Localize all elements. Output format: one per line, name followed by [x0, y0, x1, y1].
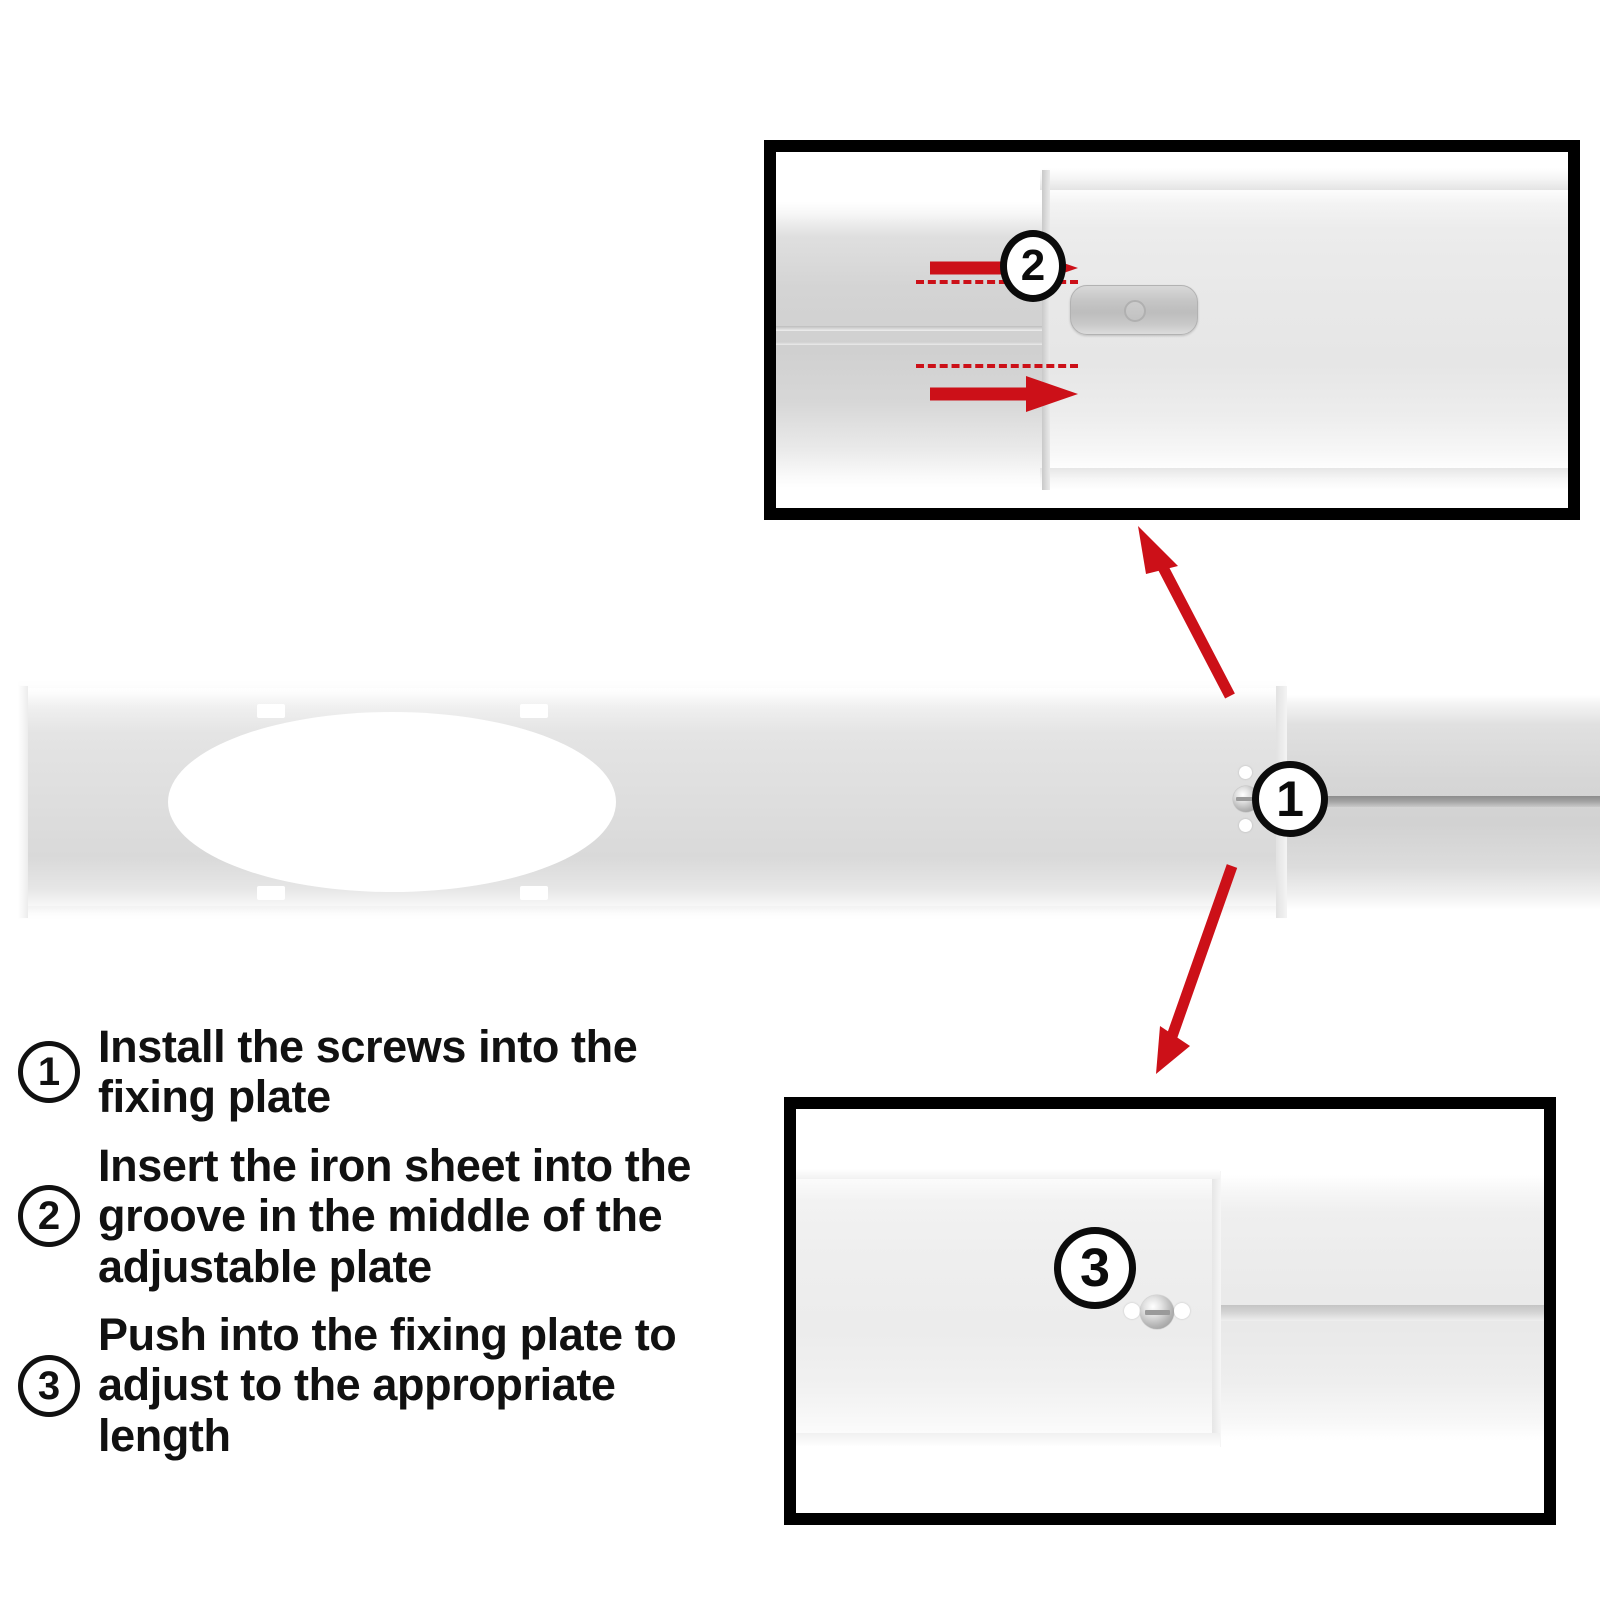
detail-panel-2-content: 2 [776, 152, 1568, 508]
step-1-badge: 1 [18, 1041, 80, 1104]
oval-notch-top-left [257, 704, 285, 718]
panel3-screw-dot-right [1174, 1303, 1190, 1319]
panel2-plate-seam [1042, 170, 1050, 490]
step-3-text: Push into the fixing plate to adjust to … [98, 1308, 677, 1461]
panel2-iron-sheet-dimple [1124, 300, 1146, 322]
callout-badge-1: 1 [1252, 761, 1328, 837]
panel3-rail-groove [1216, 1305, 1544, 1321]
screw-guide-dot-bottom [1239, 819, 1252, 832]
oval-notch-bottom-right [520, 886, 548, 900]
panel2-guide-line-bottom [916, 364, 1078, 368]
callout-badge-3: 3 [1054, 1227, 1136, 1309]
panel3-fixing-plate-edge [1212, 1171, 1221, 1447]
slider-rail-groove [1300, 796, 1600, 807]
panel3-screw-slot [1145, 1310, 1170, 1315]
step-2-text: Insert the iron sheet into the groove in… [98, 1139, 692, 1292]
panel2-guide-line-top [916, 280, 1078, 284]
oval-notch-top-right [520, 704, 548, 718]
instruction-step-3: 3 Push into the fixing plate to adjust t… [18, 1308, 748, 1461]
panel2-motion-arrow-bottom [930, 376, 1078, 412]
fixing-plate-left-edge [18, 686, 28, 918]
step-1-text: Install the screws into the fixing plate [98, 1021, 638, 1123]
panel3-fixing-plate-top-lip [796, 1169, 1220, 1179]
detail-panel-3-content: 3 [796, 1109, 1544, 1513]
panel2-adjustable-plate-top-lip [1040, 168, 1568, 190]
callout-badge-2: 2 [1000, 230, 1066, 302]
step-2-badge: 2 [18, 1185, 80, 1248]
screw-guide-dot-top [1239, 766, 1252, 779]
panel2-adjustable-plate-bottom-lip [1040, 468, 1568, 490]
panel3-screw-dot-left [1124, 1303, 1140, 1319]
fixing-plate-screw-slot [1236, 797, 1256, 801]
oval-vent-cutout [168, 712, 616, 892]
panel2-fixing-plate-rib-lower [776, 342, 1054, 345]
fixing-plate-bottom-lip [18, 906, 1286, 920]
instruction-step-1: 1 Install the screws into the fixing pla… [18, 1021, 748, 1123]
panel2-fixing-plate-rib [776, 326, 1092, 331]
step-3-badge: 3 [18, 1354, 80, 1417]
instruction-step-2: 2 Insert the iron sheet into the groove … [18, 1139, 748, 1292]
detail-panel-2: 2 [764, 140, 1580, 520]
detail-panel-3: 3 [784, 1097, 1556, 1525]
instruction-list: 1 Install the screws into the fixing pla… [18, 1021, 748, 1479]
oval-notch-bottom-left [257, 886, 285, 900]
panel3-fixing-plate-bottom-lip [796, 1433, 1220, 1447]
